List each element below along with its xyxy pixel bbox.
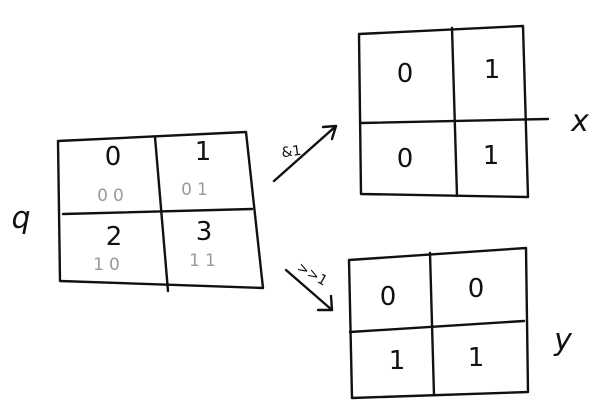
arrow-to-x-label: &1 (281, 143, 303, 162)
arrow-to-y: >>1 (284, 260, 334, 312)
source-grid-vertical-divider (153, 135, 170, 293)
target-y-cell-0: 0 (380, 282, 397, 312)
target-y-grid-frame (347, 246, 530, 400)
arrow-to-x: &1 (272, 124, 338, 183)
source-cell-3-bits: 11 (189, 251, 221, 271)
target-x-cell-1: 1 (484, 55, 501, 85)
arrow-to-y-shaft (284, 268, 334, 312)
source-cell-2-value: 2 (106, 222, 123, 252)
source-cell-0-bits: 00 (97, 186, 129, 206)
target-y-label: y (553, 323, 573, 358)
target-y-cell-2: 1 (389, 346, 406, 376)
target-x-grid: 0 1 0 1 (357, 24, 550, 199)
source-cell-2-bits: 10 (93, 255, 125, 275)
target-y-grid: 0 0 1 1 (347, 246, 530, 400)
target-x-cell-2: 0 (397, 144, 414, 174)
target-y-cell-3: 1 (468, 343, 485, 373)
target-x-label: x (570, 104, 589, 139)
target-x-grid-horizontal-divider (359, 117, 550, 125)
arrow-to-y-head (316, 294, 334, 312)
target-y-grid-horizontal-divider (348, 319, 526, 334)
source-label: q (11, 201, 30, 236)
target-y-grid-vertical-divider (428, 251, 436, 397)
source-cell-3-value: 3 (196, 217, 213, 247)
target-x-grid-frame (357, 24, 530, 199)
target-y-cell-1: 0 (468, 274, 485, 304)
source-grid: 0 1 2 3 00 01 10 11 (56, 130, 265, 293)
source-grid-horizontal-divider (61, 207, 254, 216)
arrow-to-x-shaft (272, 124, 338, 183)
target-x-cell-0: 0 (397, 59, 414, 89)
source-cell-1-value: 1 (195, 137, 212, 167)
source-grid-frame (56, 130, 265, 290)
target-x-grid-vertical-divider (450, 26, 459, 198)
target-x-cell-3: 1 (483, 141, 500, 171)
arrow-to-x-head (321, 124, 338, 141)
source-cell-1-bits: 01 (181, 180, 213, 200)
arrow-to-y-label: >>1 (294, 260, 330, 290)
source-cell-0-value: 0 (105, 142, 122, 172)
